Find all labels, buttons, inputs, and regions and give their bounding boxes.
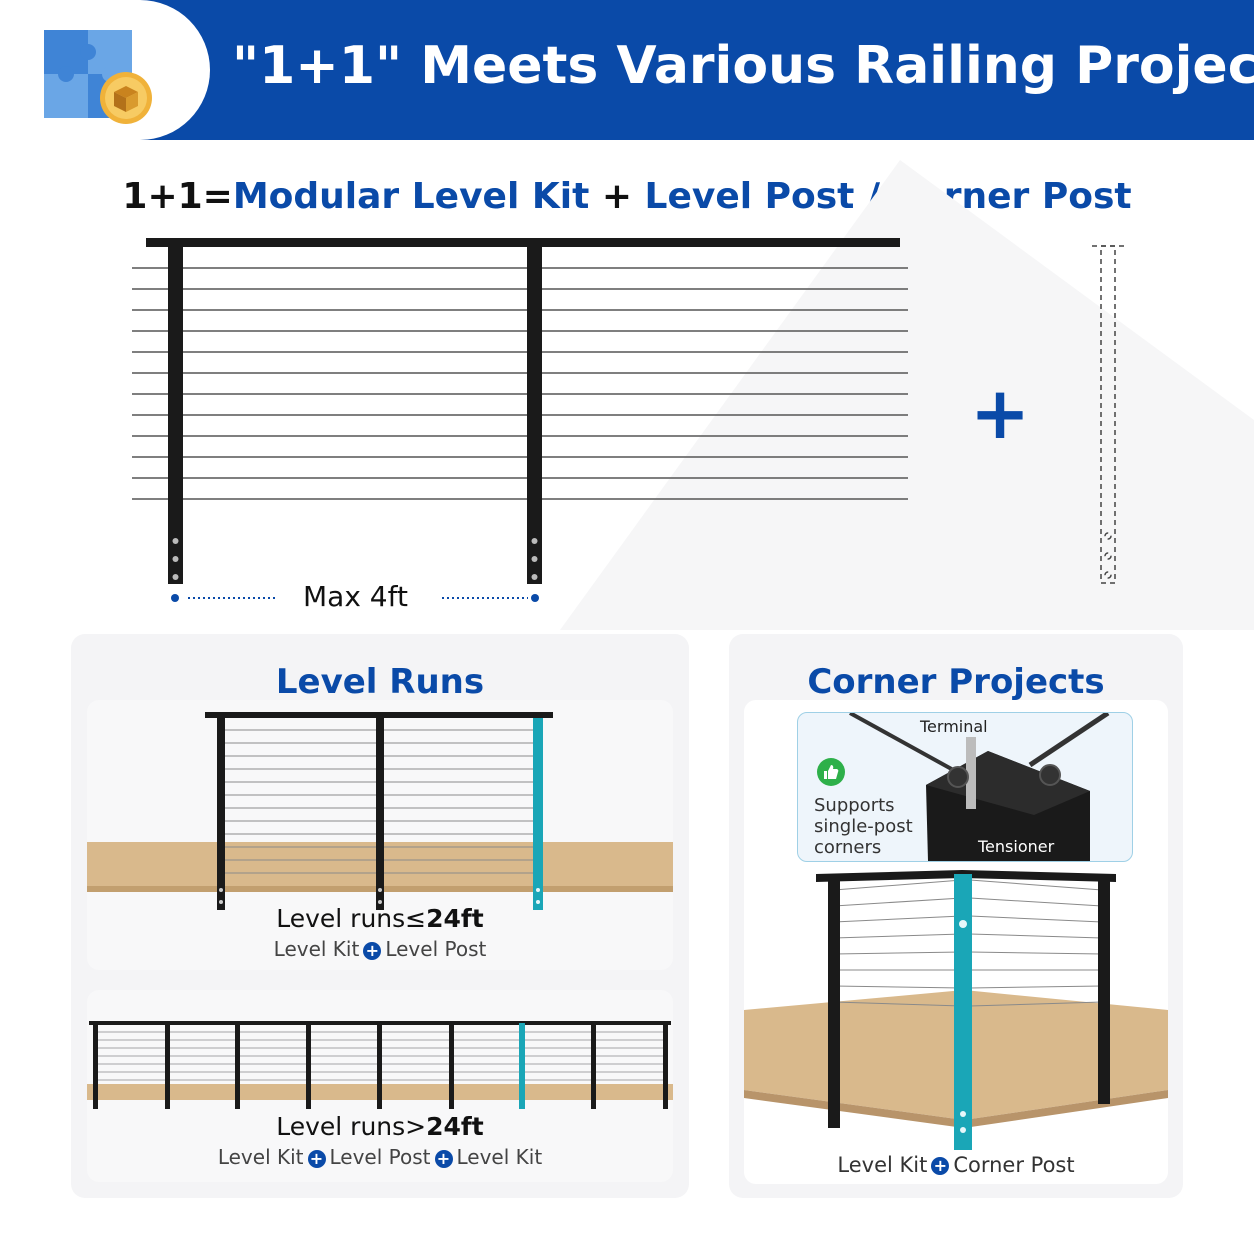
level-long-formula: Level Kit+Level Post+Level Kit: [217, 1145, 543, 1169]
corner-formula: Level Kit+Corner Post: [837, 1153, 1075, 1177]
thumbs-up-icon: [817, 758, 845, 786]
plus-circle-icon: +: [363, 941, 382, 960]
dashed-post-outline: [1092, 245, 1124, 584]
headline-level-kit: Modular Level Kit: [232, 176, 590, 217]
logo-tab: [0, 0, 210, 140]
level-long-caption: Level runs>24ft: [276, 1112, 484, 1141]
post-left: [168, 244, 183, 584]
cable-lines: [132, 267, 908, 500]
header-title: "1+1" Meets Various Railing Projects: [232, 36, 1254, 96]
level-short-formula: Level Kit+Level Post: [273, 937, 487, 961]
header-banner: "1+1" Meets Various Railing Projects: [0, 0, 1254, 140]
headline-plus: +: [589, 176, 645, 217]
plus-symbol: +: [970, 371, 1030, 455]
headline-prefix: 1+1=: [122, 176, 233, 217]
span-label: Max 4ft: [303, 580, 408, 613]
level-runs-title: Level Runs: [275, 662, 485, 702]
corner-projects-title: Corner Projects: [807, 662, 1105, 702]
corner-hardware-illustration: [849, 713, 1110, 861]
puzzle-box-icon: [44, 30, 152, 124]
level-long-illustration: [87, 1021, 673, 1109]
top-rail: [146, 238, 900, 247]
terminal-label: Terminal: [920, 717, 988, 736]
corner-illustration: [744, 870, 1168, 1150]
plus-circle-icon: +: [931, 1157, 950, 1175]
plus-circle-icon: +: [434, 1149, 453, 1168]
tensioner-label: Tensioner: [978, 837, 1055, 856]
main-railing-diagram: +: [132, 238, 1124, 602]
corner-detail-inset: Terminal Supports single-post corners Te…: [797, 712, 1133, 862]
supports-text: Supports single-post corners: [814, 795, 913, 858]
level-short-illustration: [87, 712, 673, 910]
post-right: [527, 244, 542, 584]
level-short-caption: Level runs≤24ft: [276, 904, 484, 933]
plus-circle-icon: +: [307, 1149, 326, 1168]
